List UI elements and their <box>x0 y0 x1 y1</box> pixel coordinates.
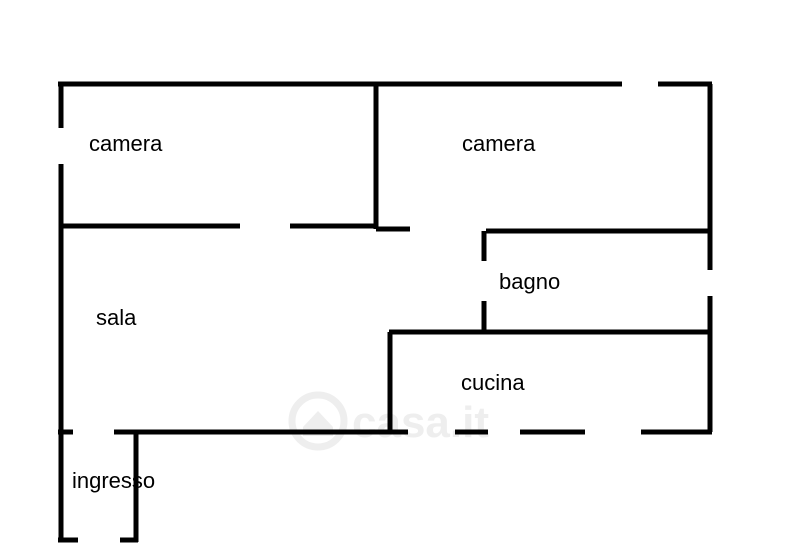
watermark-logo-icon <box>288 391 348 451</box>
room-label-sala: sala <box>96 305 137 330</box>
walls <box>58 81 713 543</box>
watermark-text: casa.it <box>352 398 489 447</box>
room-label-camera-left: camera <box>89 131 163 156</box>
room-label-bagno: bagno <box>499 269 560 294</box>
room-label-camera-right: camera <box>462 131 536 156</box>
room-label-ingresso: ingresso <box>72 468 155 493</box>
room-label-cucina: cucina <box>461 370 525 395</box>
